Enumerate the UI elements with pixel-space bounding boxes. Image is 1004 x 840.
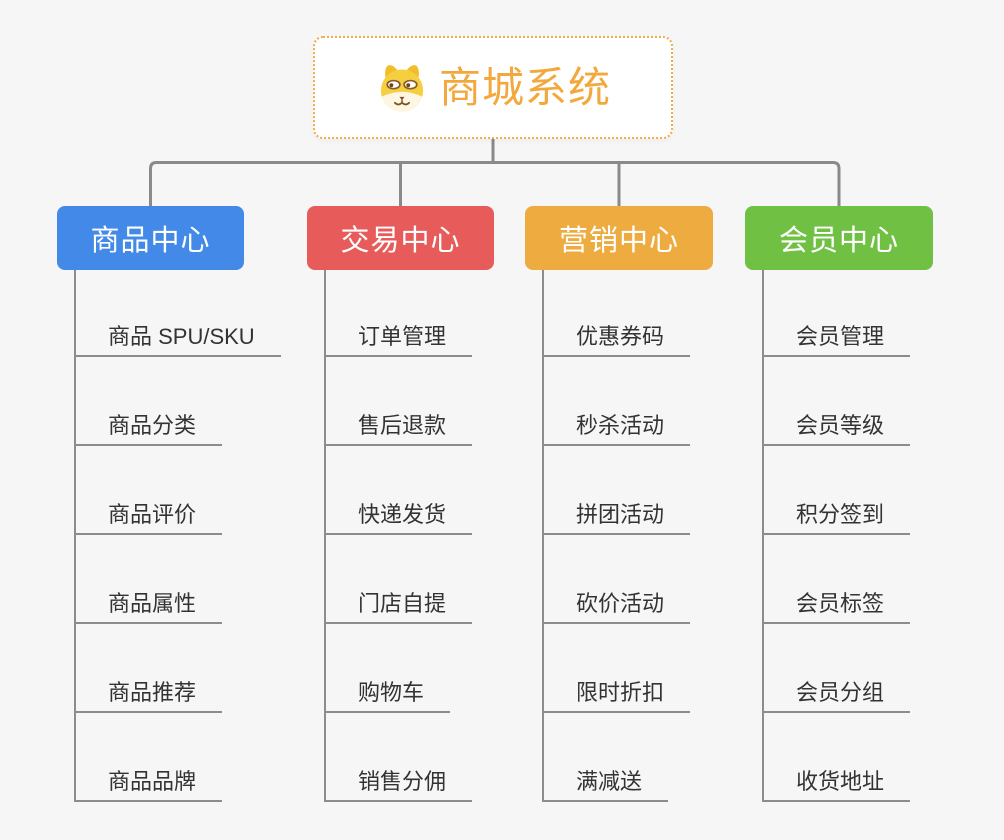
leaf-node-label: 收货地址 [796,769,885,794]
leaf-node-label: 商品分类 [108,413,197,438]
leaf-node-label: 商品属性 [108,591,197,616]
branch-node[interactable]: 商品中心 [57,206,244,270]
leaf-node[interactable]: 售后退款 [324,400,473,446]
leaf-node[interactable]: 积分签到 [762,489,911,535]
leaf-node-label: 满减送 [576,769,643,794]
leaf-node-label: 售后退款 [358,413,447,438]
leaf-node-label: 商品评价 [108,502,197,527]
branch-node[interactable]: 会员中心 [745,206,933,270]
leaf-node-label: 秒杀活动 [576,413,665,438]
leaf-node[interactable]: 会员分组 [762,667,911,713]
leaf-node[interactable]: 快递发货 [324,489,473,535]
leaf-node-label: 积分签到 [796,502,885,527]
branch-spine-line [324,270,326,802]
leaf-node[interactable]: 商品 SPU/SKU [74,311,281,357]
branch-node[interactable]: 交易中心 [307,206,494,270]
leaf-node[interactable]: 会员管理 [762,311,911,357]
leaf-node-label: 订单管理 [358,324,447,349]
root-node-title: 商城系统 [438,63,611,111]
leaf-node-label: 会员分组 [796,680,885,705]
leaf-node[interactable]: 秒杀活动 [542,400,691,446]
leaf-node-label: 会员管理 [796,324,885,349]
leaf-node-label: 优惠券码 [576,324,665,349]
leaf-node-label: 商品品牌 [108,769,197,794]
branch-spine-line [542,270,544,802]
leaf-node[interactable]: 满减送 [542,756,669,802]
leaf-node-label: 商品 SPU/SKU [108,324,255,349]
branch-spine-line [762,270,764,802]
leaf-node[interactable]: 商品推荐 [74,667,223,713]
root-node[interactable]: 商城系统 [313,36,673,139]
leaf-node[interactable]: 商品分类 [74,400,223,446]
leaf-node-label: 会员标签 [796,591,885,616]
leaf-node[interactable]: 购物车 [324,667,451,713]
leaf-node[interactable]: 订单管理 [324,311,473,357]
leaf-node-label: 拼团活动 [576,502,665,527]
leaf-node[interactable]: 限时折扣 [542,667,691,713]
leaf-node[interactable]: 会员等级 [762,400,911,446]
leaf-node-label: 快递发货 [358,502,447,527]
leaf-node[interactable]: 门店自提 [324,578,473,624]
leaf-node-label: 砍价活动 [576,591,665,616]
leaf-node-label: 会员等级 [796,413,885,438]
branch-spine-line [74,270,76,802]
leaf-node[interactable]: 优惠券码 [542,311,691,357]
leaf-node[interactable]: 商品品牌 [74,756,223,802]
leaf-node[interactable]: 收货地址 [762,756,911,802]
branch-node[interactable]: 营销中心 [525,206,713,270]
leaf-node[interactable]: 销售分佣 [324,756,473,802]
leaf-node-label: 销售分佣 [358,769,447,794]
leaf-node-label: 限时折扣 [576,680,665,705]
leaf-node-label: 商品推荐 [108,680,197,705]
leaf-node-label: 购物车 [358,680,425,705]
leaf-node[interactable]: 拼团活动 [542,489,691,535]
leaf-node[interactable]: 商品属性 [74,578,223,624]
leaf-node[interactable]: 会员标签 [762,578,911,624]
leaf-node-label: 门店自提 [358,591,447,616]
leaf-node[interactable]: 砍价活动 [542,578,691,624]
doge-dog-face-icon [380,64,424,112]
leaf-node[interactable]: 商品评价 [74,489,223,535]
